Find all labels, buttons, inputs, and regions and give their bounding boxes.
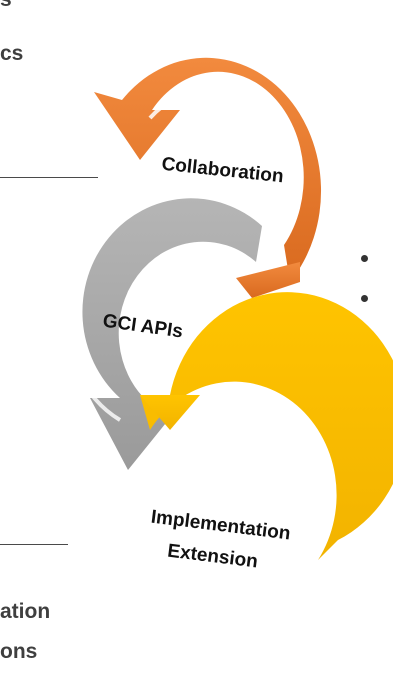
cropped-heading-fragment-3: ation	[0, 600, 51, 623]
cropped-heading-fragment-4: ons	[0, 640, 38, 663]
gci-apis-ring	[65, 198, 263, 470]
cropped-heading-fragment-2: cs	[0, 42, 24, 65]
collaboration-label: Collaboration	[161, 154, 285, 188]
cropped-heading-fragment-1: s	[0, 0, 12, 12]
implementation-extension-ring	[140, 292, 393, 560]
implementation-label: Implementation	[150, 507, 292, 545]
divider-line-bottom-left	[0, 544, 68, 545]
bullet-point-2	[361, 295, 368, 302]
bullet-point-1	[361, 255, 368, 262]
extension-label: Extension	[166, 541, 259, 573]
collaboration-ring	[94, 57, 322, 298]
divider-line-top-left	[0, 177, 98, 178]
